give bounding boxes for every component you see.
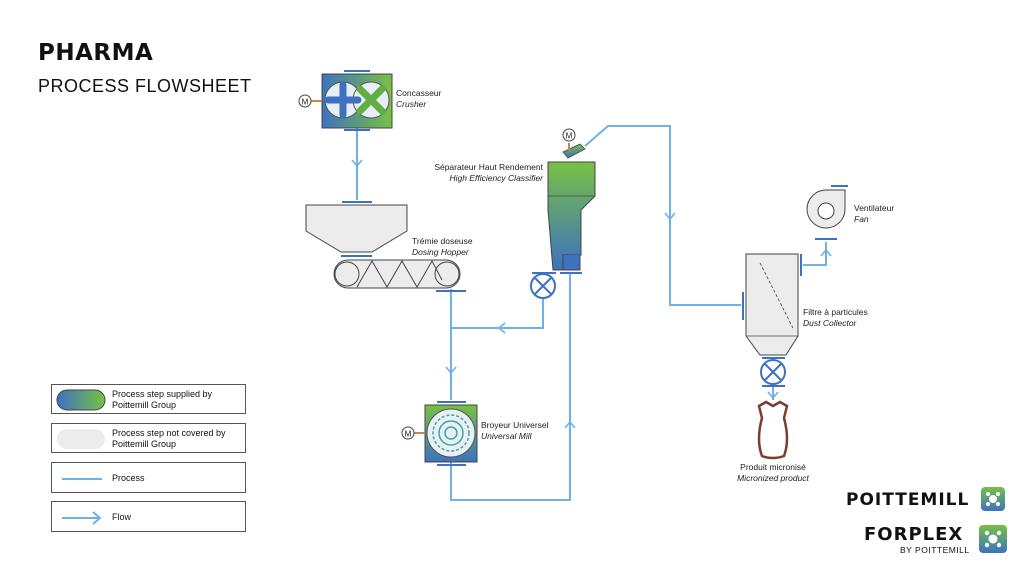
filter-label-en: Dust Collector [803, 318, 858, 328]
fan-label-fr: Ventilateur [854, 203, 894, 213]
line-mill-classifier [450, 273, 571, 501]
arrow-recycle [497, 322, 506, 334]
poittemill-logo-text: POITTEMILL [846, 490, 970, 510]
crusher-motor-label: M [302, 98, 309, 107]
forplex-logo-text: FORPLEX [864, 524, 964, 545]
fan: Ventilateur Fan [806, 185, 894, 240]
legend-not-covered: Process step not covered by Poittemill G… [51, 423, 246, 453]
arrow-riser [564, 420, 576, 429]
dosing-hopper: Trémie doseuse Dosing Hopper [305, 201, 473, 292]
product-bag: Produit micronisé Micronized product [737, 400, 810, 483]
classifier-label-fr: Séparateur Haut Rendement [434, 162, 543, 172]
mill-motor-label: M [405, 430, 412, 439]
arrow-to-filter [664, 212, 676, 221]
arrow-to-mill [445, 366, 457, 375]
mill-label-fr: Broyeur Universel [481, 420, 549, 430]
universal-mill: M Broyeur Universel Universal Mill [401, 401, 549, 466]
crusher-motor-icon [298, 94, 312, 108]
legend-supplied-swatch [56, 389, 106, 411]
line-classifier-recycle [451, 298, 544, 329]
filter-label-fr: Filtre à particules [803, 307, 868, 317]
hopper-label-fr: Trémie doseuse [412, 236, 473, 246]
legend-process-label: Process [112, 473, 145, 483]
classifier-motor-icon [562, 128, 576, 142]
crusher-label-fr: Concasseur [396, 88, 442, 98]
legend-not-covered-swatch [57, 429, 105, 449]
legend-not-covered-line1: Process step not covered by [112, 428, 226, 438]
high-efficiency-classifier: M Séparateur Haut Rendement High Efficie… [434, 128, 596, 299]
forplex-logo-icon [979, 525, 1007, 553]
legend-flow-arrow-icon [62, 511, 102, 525]
forplex-logo-subtext: BY POITTEMILL [900, 545, 970, 555]
crusher-label-en: Crusher [396, 99, 427, 109]
poittemill-logo-icon [981, 487, 1005, 511]
arrow-to-fan [820, 248, 832, 257]
legend-supplied: Process step supplied by Poittemill Grou… [51, 384, 246, 414]
arrow-crusher-hopper [351, 159, 363, 168]
arrow-to-bag [767, 391, 779, 400]
flow-arrows [351, 159, 832, 429]
dust-collector: Filtre à particules Dust Collector [742, 253, 868, 387]
page-title: PHARMA [38, 40, 154, 66]
mill-motor-icon [401, 426, 415, 440]
fan-label-en: Fan [854, 214, 869, 224]
page-subtitle: PROCESS FLOWSHEET [38, 76, 252, 96]
legend-process: Process [51, 462, 246, 493]
classifier-label-en: High Efficiency Classifier [449, 173, 544, 183]
hopper-label-en: Dosing Hopper [412, 247, 470, 257]
crusher: M Concasseur Crusher [298, 70, 442, 131]
product-label-fr: Produit micronisé [740, 462, 806, 472]
mill-label-en: Universal Mill [481, 431, 533, 441]
classifier-motor-label: M [566, 132, 573, 141]
legend-not-covered-line2: Poittemill Group [112, 439, 177, 449]
legend-flow-label: Flow [112, 512, 132, 522]
legend-supplied-line2: Poittemill Group [112, 400, 177, 410]
line-classifier-filter [584, 125, 741, 306]
legend-supplied-line1: Process step supplied by [112, 389, 213, 399]
product-label-en: Micronized product [737, 473, 809, 483]
legend-process-line-icon [62, 478, 102, 480]
legend-flow: Flow [51, 501, 246, 532]
